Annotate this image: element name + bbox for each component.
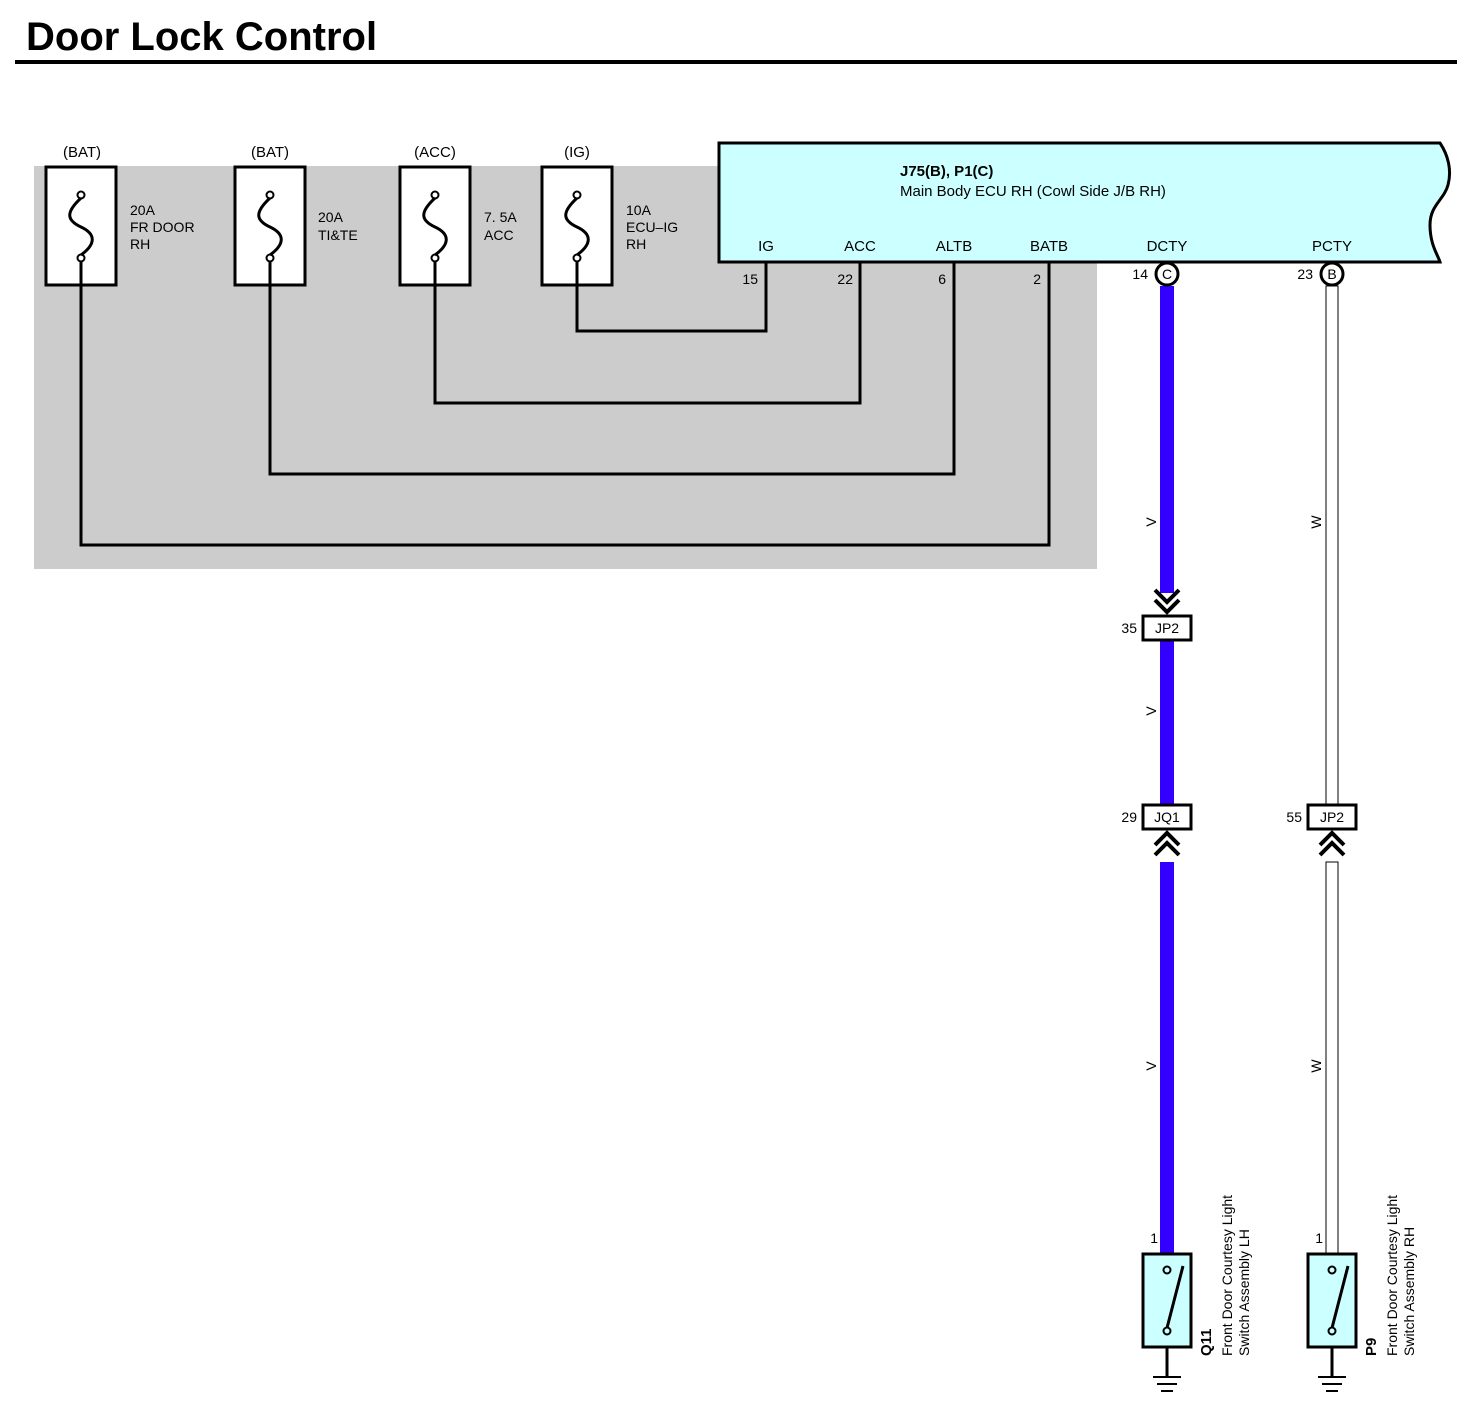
fuse-element-icon: [68, 196, 94, 257]
chevron-up-icon: [1318, 830, 1346, 847]
wire-ig: [575, 261, 768, 333]
ground-icon: [1318, 1347, 1346, 1392]
ecu-code: J75(B), P1(C): [900, 163, 993, 180]
fuse-source-label: (BAT): [63, 144, 101, 161]
switch-p9: 1 P9 Front Door Courtesy Light Switch As…: [1306, 1195, 1417, 1392]
junction-box: [1141, 803, 1193, 831]
fuse-name: FR DOOR: [130, 219, 195, 235]
junction-pin: 35: [1121, 620, 1137, 636]
fuse-rating: 7. 5A: [484, 209, 517, 225]
wire-dcty-violet: V V V: [1143, 286, 1174, 1254]
fuse-name: TI&TE: [318, 227, 358, 243]
switch-pin: 1: [1150, 1230, 1158, 1246]
wire-color-label: V: [1143, 706, 1159, 716]
fuse-name: ACC: [484, 227, 514, 243]
fuse-element-icon: [257, 196, 283, 257]
ecu-name: Main Body ECU RH (Cowl Side J/B RH): [900, 183, 1166, 200]
ecu-pin-number-ig: 15: [742, 271, 758, 287]
chevron-down-icon: [1153, 588, 1181, 605]
junction-jq1: JQ1 29: [1121, 803, 1193, 857]
switch-contact-icon: [1330, 1265, 1350, 1329]
fuse-element-icon: [564, 196, 590, 257]
connector-b-icon: B: [1319, 261, 1345, 287]
fuse-rating: 20A: [318, 209, 344, 225]
fuse-source-label: (IG): [564, 144, 590, 161]
junction-code: JQ1: [1154, 809, 1180, 825]
fuse-source-label: (ACC): [414, 144, 456, 161]
switch-name-line2: Switch Assembly RH: [1401, 1227, 1417, 1356]
switch-pin: 1: [1315, 1230, 1323, 1246]
wire-color-label: W: [1308, 1059, 1324, 1073]
ecu-pin-label-dcty: DCTY: [1147, 238, 1188, 255]
switch-name-line1: Front Door Courtesy Light: [1219, 1195, 1235, 1356]
wire-pcty-white: W W: [1308, 285, 1339, 1255]
junction-code: JP2: [1320, 809, 1344, 825]
ecu-pin-number-dcty: 14: [1132, 266, 1148, 282]
switch-q11: 1 Q11 Front Door Courtesy Light Switch A…: [1141, 1195, 1252, 1392]
switch-id: P9: [1363, 1338, 1380, 1356]
fuse-rating: 10A: [626, 202, 652, 218]
ecu-pin-number-pcty: 23: [1297, 266, 1313, 282]
switch-id: Q11: [1198, 1328, 1215, 1356]
connector-letter: C: [1162, 266, 1172, 282]
ecu-pin-label-acc: ACC: [844, 238, 876, 255]
ecu-box: [717, 141, 1452, 264]
ecu-pin-number-batb: 2: [1033, 271, 1041, 287]
fuse-element-icon: [422, 196, 448, 257]
fuse-name-suffix: RH: [130, 236, 150, 252]
junction-jp2-upper: JP2 35: [1121, 588, 1193, 642]
ecu-pin-number-altb: 6: [938, 271, 946, 287]
wire-color-label: V: [1143, 517, 1159, 527]
fuse-rating: 20A: [130, 202, 156, 218]
wire-altb: [268, 261, 956, 476]
switch-name-line2: Switch Assembly LH: [1236, 1229, 1252, 1356]
junction-pin: 55: [1286, 809, 1302, 825]
wire-color-label: V: [1143, 1061, 1159, 1071]
wire-color-label: W: [1308, 515, 1324, 529]
chevron-up-icon: [1153, 840, 1181, 857]
ecu-pin-label-altb: ALTB: [936, 238, 972, 255]
switch-contact-icon: [1165, 1265, 1185, 1329]
ecu-pin-label-pcty: PCTY: [1312, 238, 1352, 255]
connector-letter: B: [1327, 266, 1336, 282]
fuse-name-suffix: RH: [626, 236, 646, 252]
ecu-pin-label-ig: IG: [758, 238, 774, 255]
junction-box: [1141, 614, 1193, 642]
switch-name-line1: Front Door Courtesy Light: [1384, 1195, 1400, 1356]
junction-pin: 29: [1121, 809, 1137, 825]
junction-code: JP2: [1155, 620, 1179, 636]
fuse-fr-door-rh: (BAT) 20A FR DOOR RH: [44, 144, 195, 287]
junction-jp2-lower: JP2 55: [1286, 803, 1358, 857]
junction-block-wiring: [79, 261, 1051, 547]
wire-batb: [79, 261, 1051, 547]
fuse-name: ECU–IG: [626, 219, 678, 235]
ecu-pin-label-batb: BATB: [1030, 238, 1068, 255]
page-title: Door Lock Control: [26, 15, 377, 59]
connector-c-icon: C: [1154, 261, 1180, 287]
chevron-up-icon: [1318, 840, 1346, 857]
main-body-ecu: J75(B), P1(C) Main Body ECU RH (Cowl Sid…: [717, 141, 1452, 287]
fuse-source-label: (BAT): [251, 144, 289, 161]
wire-acc: [433, 261, 862, 405]
ecu-pin-number-acc: 22: [837, 271, 853, 287]
chevron-down-icon: [1153, 598, 1181, 615]
junction-box: [1306, 803, 1358, 831]
ground-icon: [1153, 1347, 1181, 1392]
chevron-up-icon: [1153, 830, 1181, 847]
